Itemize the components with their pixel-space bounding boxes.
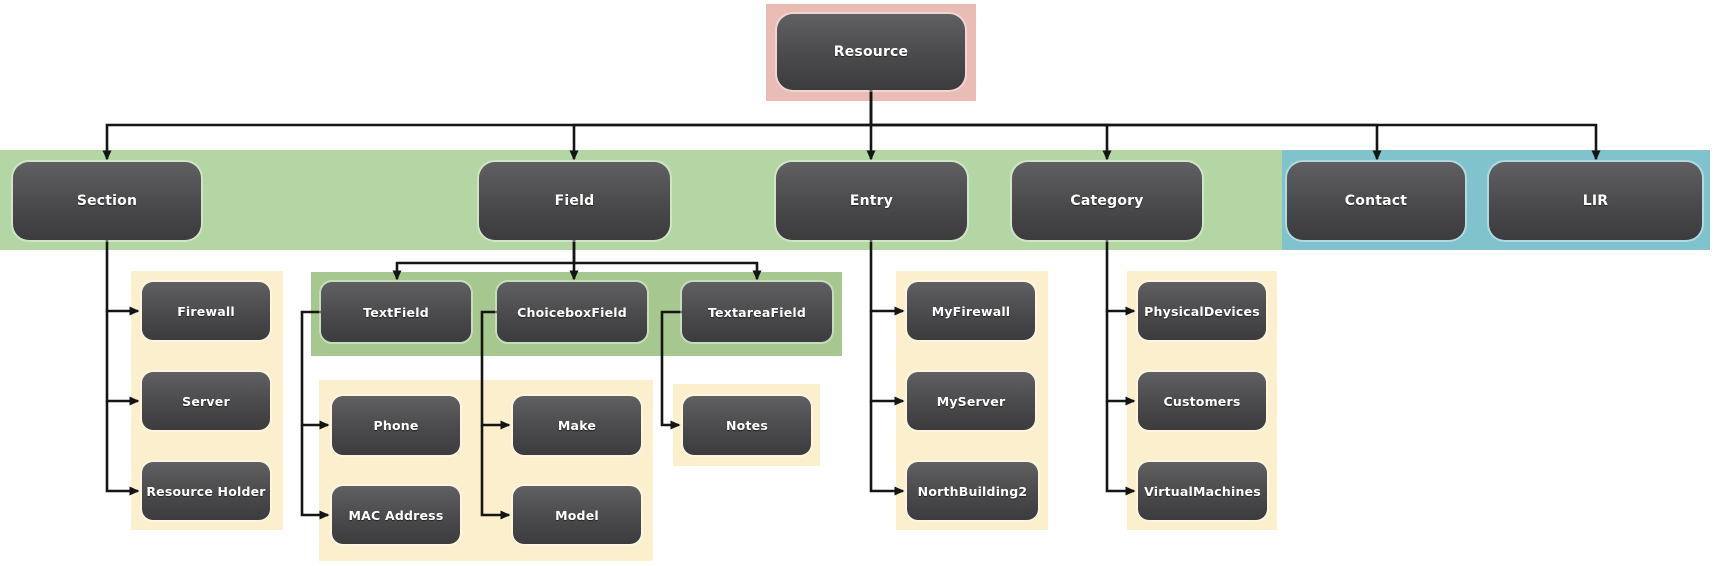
node-resource: Resource <box>777 14 965 90</box>
node-category: Category <box>1012 162 1202 240</box>
node-customers: Customers <box>1138 372 1266 430</box>
node-virtualmachines: VirtualMachines <box>1138 462 1267 520</box>
node-model: Model <box>513 486 641 544</box>
node-contact: Contact <box>1287 162 1465 240</box>
node-choiceboxfield: ChoiceboxField <box>497 282 647 342</box>
node-firewall: Firewall <box>142 282 270 340</box>
node-server: Server <box>142 372 270 430</box>
node-entry: Entry <box>776 162 967 240</box>
node-mac-address: MAC Address <box>332 486 460 544</box>
node-lir: LIR <box>1489 162 1702 240</box>
node-myfirewall: MyFirewall <box>907 282 1035 340</box>
node-field: Field <box>479 162 670 240</box>
node-physicaldevices: PhysicalDevices <box>1138 282 1266 340</box>
node-notes: Notes <box>683 396 811 455</box>
node-phone: Phone <box>332 396 460 455</box>
node-textareafield: TextareaField <box>682 282 832 342</box>
node-textfield: TextField <box>321 282 471 342</box>
node-section: Section <box>13 162 201 240</box>
node-myserver: MyServer <box>907 372 1035 430</box>
node-resource-holder: Resource Holder <box>142 462 270 520</box>
node-make: Make <box>513 396 641 455</box>
node-northbuilding2: NorthBuilding2 <box>907 462 1038 520</box>
